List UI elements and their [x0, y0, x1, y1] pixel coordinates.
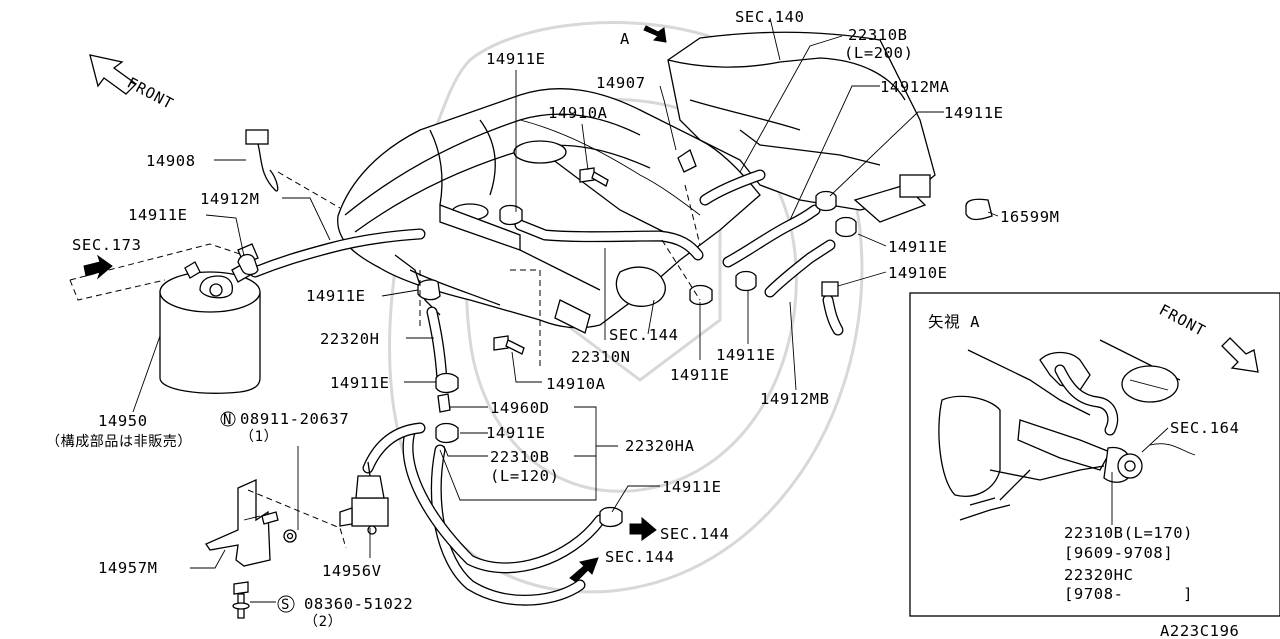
label-14911e-c1[interactable]: 14911E: [670, 366, 730, 384]
hose-14912ma: [722, 204, 821, 268]
label-08911-20637[interactable]: 08911-20637: [240, 410, 349, 428]
bracket-14957m: [205, 478, 297, 567]
clamp-14911e-low: [435, 372, 459, 394]
label-22320h[interactable]: 22320H: [320, 330, 380, 348]
label-range-9708: [9708- ]: [1064, 585, 1193, 603]
direction-arrows: [83, 25, 667, 583]
engine-intake-assembly: [337, 88, 761, 334]
label-view-a-marker: A: [620, 30, 630, 48]
clamp-14911e-mid: [417, 279, 441, 301]
screw-prefix-icon: [277, 595, 295, 613]
label-front-main: FRONT: [124, 74, 177, 113]
clamp-14911e-c1: [689, 284, 713, 306]
front-arrow-icon: [89, 54, 137, 95]
inset-front-arrow-icon: [1221, 337, 1259, 373]
label-16599m[interactable]: 16599M: [1000, 208, 1060, 226]
hose-14912mb: [764, 239, 836, 298]
label-sec164[interactable]: SEC.164: [1170, 419, 1240, 437]
label-sec173[interactable]: SEC.173: [72, 236, 142, 254]
label-08911-qty: （1）: [240, 429, 278, 445]
label-14960d[interactable]: 14960D: [490, 399, 550, 417]
hose-22320h: [426, 306, 448, 386]
view-a-inset: [909, 292, 1280, 617]
hose-22310b-200: [699, 169, 766, 206]
label-22310b-l200-code[interactable]: 22310B: [848, 26, 908, 44]
label-sec144-c[interactable]: SEC.144: [605, 548, 675, 566]
label-08360-prefix: S: [281, 597, 290, 613]
label-22310b-l200-len: (L=200): [844, 44, 914, 62]
label-14912m[interactable]: 14912M: [200, 190, 260, 208]
label-22320ha[interactable]: 22320HA: [625, 437, 695, 455]
evap-canister-14950: [159, 243, 261, 394]
label-14911e-low[interactable]: 14911E: [330, 374, 390, 392]
nut-prefix-icon: [220, 411, 236, 427]
clamp-14911e-top: [499, 204, 523, 226]
label-08911-prefix: N: [223, 412, 232, 428]
label-14910a-low[interactable]: 14910A: [546, 375, 606, 393]
sec144-arrow-icon: [629, 516, 657, 541]
leader-lines: [132, 17, 999, 603]
label-14950-note: （構成部品は非販売）: [46, 434, 192, 450]
label-14911e-b1[interactable]: 14911E: [486, 424, 546, 442]
clip-14910e: [821, 281, 839, 297]
part-labels: SEC.140 A 22310B (L=200) 14911E 14907 14…: [46, 8, 1240, 639]
fitting-14960d: [437, 393, 451, 413]
solenoid-valve-14956v: [339, 461, 389, 535]
label-14912ma[interactable]: 14912MA: [880, 78, 950, 96]
hose-14910e: [822, 294, 844, 336]
clamp-14911e-r1: [815, 190, 837, 212]
figure-id: A223C196: [1160, 622, 1239, 639]
clamp-14911e-b1: [435, 422, 459, 444]
label-14950[interactable]: 14950: [98, 412, 148, 430]
clip-14908: [245, 129, 279, 192]
label-14911e-c2[interactable]: 14911E: [716, 346, 776, 364]
label-22310b-l170[interactable]: 22310B(L=170): [1064, 524, 1193, 542]
label-14911e-mid[interactable]: 14911E: [306, 287, 366, 305]
label-14911e-top[interactable]: 14911E: [486, 50, 546, 68]
label-sec144-b[interactable]: SEC.144: [660, 525, 730, 543]
label-14957m[interactable]: 14957M: [98, 559, 158, 577]
label-22310b-l120-len: (L=120): [490, 467, 560, 485]
bolt-14910a-low: [493, 335, 525, 355]
clamp-14911e-left: [237, 253, 259, 276]
label-front-inset: FRONT: [1156, 301, 1209, 340]
view-a-arrow-icon: [643, 25, 667, 43]
bolt-08360: [232, 581, 250, 619]
cap-16599m: [965, 198, 993, 221]
label-14911e-right1[interactable]: 14911E: [944, 104, 1004, 122]
hose-14912m: [249, 228, 426, 278]
clamp-14911e-r2: [835, 216, 857, 238]
label-22310b-l120-code[interactable]: 22310B: [490, 448, 550, 466]
label-sec140[interactable]: SEC.140: [735, 8, 805, 26]
label-14912mb[interactable]: 14912MB: [760, 390, 830, 408]
label-14911e-right2[interactable]: 14911E: [888, 238, 948, 256]
hose-lower-loop: [362, 422, 606, 606]
label-14910a-top[interactable]: 14910A: [548, 104, 608, 122]
bracket-14907: [677, 149, 697, 173]
label-22310n[interactable]: 22310N: [571, 348, 631, 366]
label-14910e[interactable]: 14910E: [888, 264, 948, 282]
sec144-bottom-arrow-icon: [569, 557, 599, 583]
clamp-14911e-c2: [735, 270, 757, 292]
dashed-leaders: [69, 171, 701, 549]
hose-22310n: [514, 219, 704, 261]
intake-collector-sec140: [667, 31, 936, 223]
label-range-9609-9708: [9609-9708]: [1064, 544, 1173, 562]
label-view-a-title: 矢視 A: [928, 313, 980, 331]
bolt-14910a-top: [579, 167, 609, 187]
label-14907[interactable]: 14907: [596, 74, 646, 92]
label-14911e-b2[interactable]: 14911E: [662, 478, 722, 496]
label-14908[interactable]: 14908: [146, 152, 196, 170]
sec173-arrow-icon: [83, 254, 113, 280]
label-08360-qty: （2）: [304, 614, 342, 630]
label-14956v[interactable]: 14956V: [322, 562, 382, 580]
clamp-14911e-b2: [599, 506, 623, 528]
label-08360-51022[interactable]: 08360-51022: [304, 595, 413, 613]
label-sec144-a[interactable]: SEC.144: [609, 326, 679, 344]
label-22320hc[interactable]: 22320HC: [1064, 566, 1134, 584]
label-14911e-left[interactable]: 14911E: [128, 206, 188, 224]
